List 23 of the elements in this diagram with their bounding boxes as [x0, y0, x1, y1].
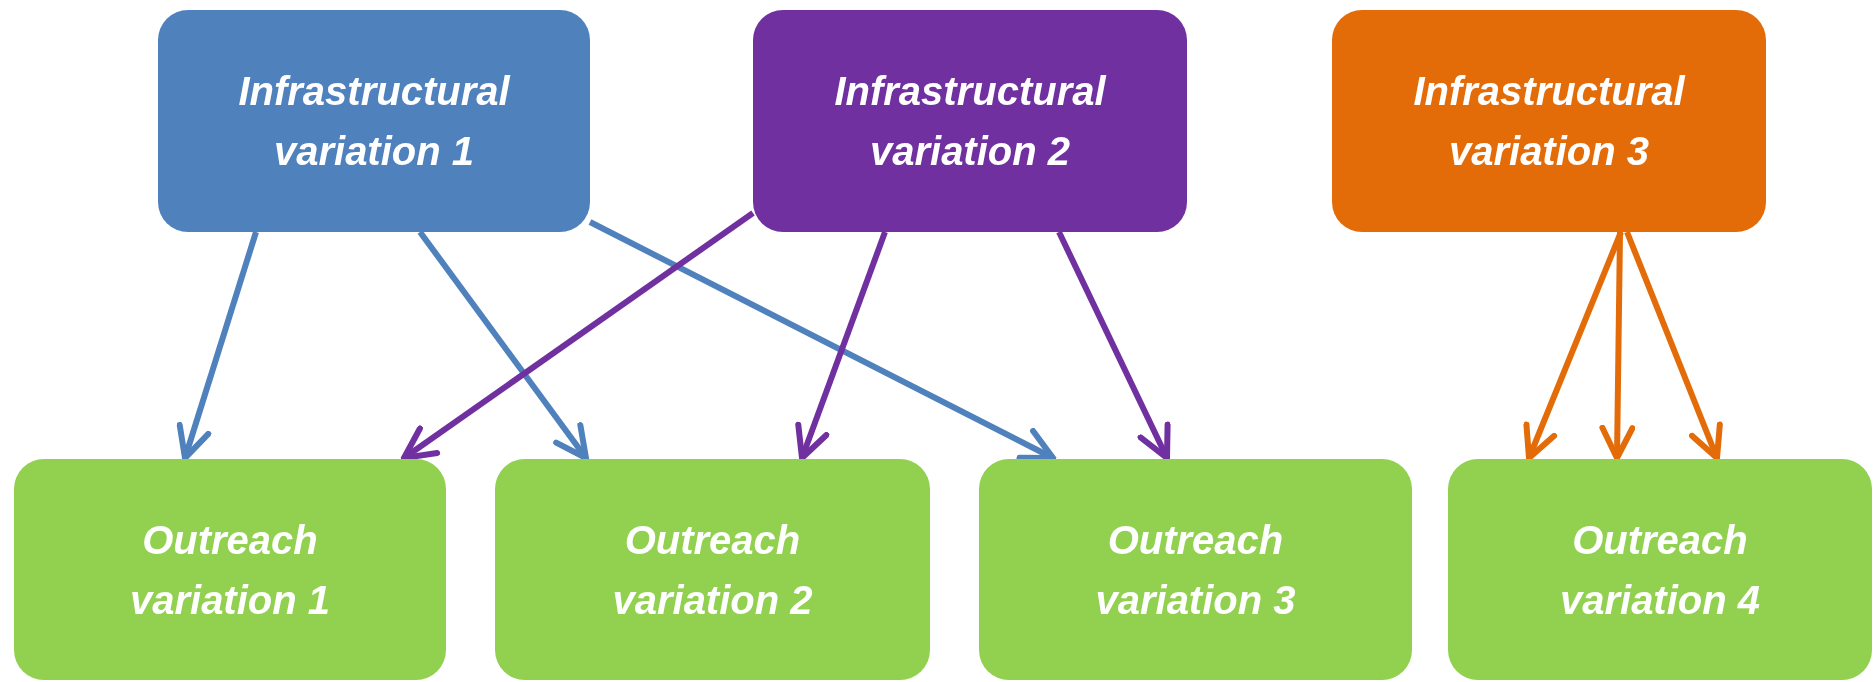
box-label: Outreach variation 2 — [611, 516, 814, 624]
arrow — [1523, 230, 1624, 461]
box-label: Outreach variation 4 — [1558, 516, 1762, 624]
outreach-box — [1448, 459, 1872, 680]
arrow — [1056, 230, 1171, 461]
arrow — [176, 231, 259, 461]
box-label: Infrastructural variation 2 — [833, 68, 1108, 175]
arrow — [1624, 230, 1723, 461]
outreach-box — [495, 459, 930, 680]
variation-box — [753, 10, 1187, 232]
arrow — [417, 230, 589, 461]
arrow — [795, 230, 888, 461]
arrow — [1599, 231, 1636, 461]
box-label: Outreach variation 3 — [1094, 516, 1297, 624]
box-label: Outreach variation 1 — [128, 516, 332, 624]
variation-box — [158, 10, 590, 232]
box-label: Infrastructural variation 3 — [1412, 68, 1687, 175]
outreach-box — [979, 459, 1412, 680]
arrow — [401, 210, 755, 461]
arrow — [588, 219, 1056, 461]
box-label: Infrastructural variation 1 — [237, 68, 512, 175]
outreach-box — [14, 459, 446, 680]
variation-box — [1332, 10, 1766, 232]
